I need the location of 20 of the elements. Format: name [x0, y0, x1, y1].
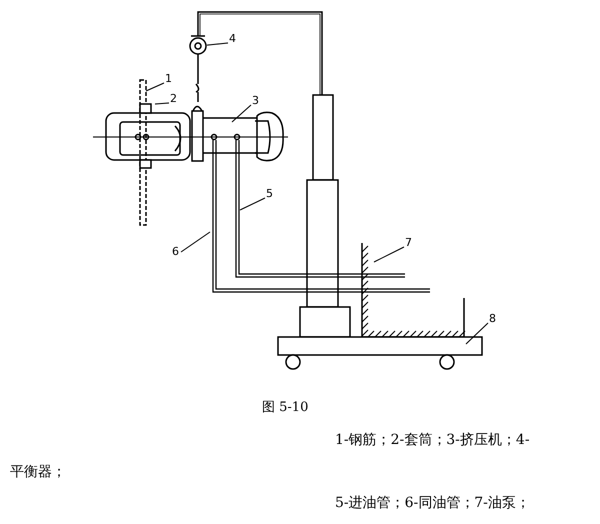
leader-line — [466, 322, 488, 344]
callout-number: 3 — [252, 95, 259, 106]
leader-line — [146, 82, 164, 92]
balancer-drawing — [189, 37, 207, 55]
callout-number: 4 — [229, 33, 236, 44]
figure-caption: 图 5-10 — [262, 399, 308, 416]
leader-line — [240, 198, 266, 210]
leader-line — [206, 42, 228, 46]
legend-note: 1-钢筋；2-套筒；3-挤压机；4-平衡器； — [10, 431, 530, 482]
callout-number: 6 — [172, 246, 179, 257]
callout-number: 1 — [165, 73, 172, 84]
callout-number: 5 — [266, 188, 273, 199]
leader-line — [154, 102, 170, 104]
legend-note: 5-进油管；6-同油管；7-油泵； — [335, 494, 531, 513]
leader-line — [232, 104, 252, 122]
leader-line — [180, 232, 210, 252]
callout-number: 7 — [405, 237, 412, 248]
leader-line — [374, 246, 404, 262]
callout-number: 8 — [489, 313, 496, 324]
callout-number: 2 — [170, 93, 177, 104]
